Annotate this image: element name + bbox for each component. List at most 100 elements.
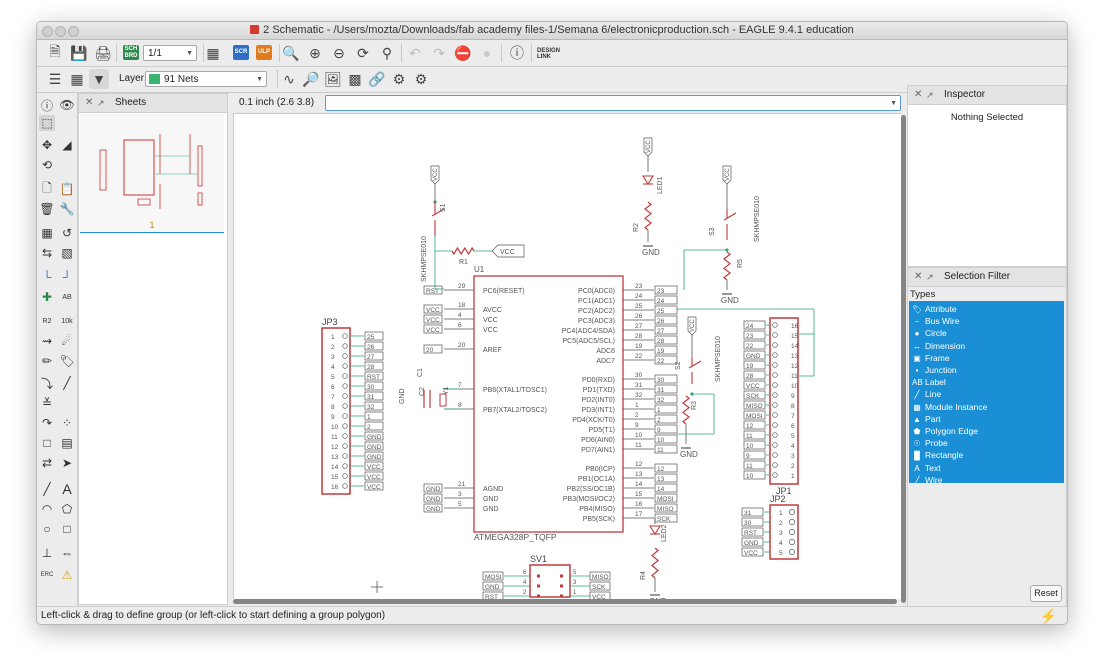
rectangle-icon[interactable]: □ (63, 522, 71, 536)
library-icon[interactable]: ▦ (206, 44, 220, 61)
ripup-icon[interactable]: ⁘ (61, 416, 73, 430)
pinswap-icon[interactable]: ⤵ (40, 376, 53, 391)
reset-button[interactable]: Reset (1030, 585, 1062, 602)
move-icon[interactable]: ✥ (41, 138, 53, 152)
script-button[interactable]: SCR (233, 45, 249, 60)
filter-item-attribute[interactable]: 🏷Attribute (912, 303, 957, 315)
filter-item-bus-wire[interactable]: ⎯Bus Wire (912, 315, 959, 327)
gear-icon[interactable]: ⚙ (392, 70, 406, 87)
stop-icon[interactable]: ⛔ (454, 44, 472, 61)
invoke-icon[interactable]: ▧ (61, 246, 73, 260)
layer-settings-icon[interactable]: ☰ (48, 70, 62, 87)
close-icon[interactable]: ✕ (914, 89, 923, 100)
rotate-icon[interactable]: ⟲ (41, 158, 53, 172)
connection-status-icon[interactable]: ⚡ (1039, 608, 1057, 624)
zoom-in-icon[interactable]: ⊕ (309, 44, 321, 61)
split-icon[interactable]: ✏ (41, 354, 53, 368)
filter-item-module-instance[interactable]: ▦Module Instance (912, 401, 987, 413)
gate-swap-icon[interactable]: ⇆ (41, 246, 53, 260)
slice-icon[interactable]: ╱ (63, 376, 71, 390)
print-icon[interactable]: 🖨 (94, 44, 112, 61)
zoom-out-icon[interactable]: ⊖ (333, 44, 345, 61)
junction-icon[interactable]: ✚ (41, 290, 53, 304)
mirror-icon[interactable]: ◢ (62, 138, 72, 152)
show-icon[interactable]: 👁 (59, 98, 75, 112)
group-icon[interactable]: ⬚ (39, 115, 55, 131)
arc-icon[interactable]: ◠ (41, 502, 53, 516)
text-icon[interactable]: A (62, 481, 72, 497)
settings-icon[interactable]: ⚙ (414, 70, 428, 87)
arrow-icon[interactable]: ➤ (61, 456, 73, 470)
circle-icon[interactable]: ○ (43, 522, 51, 536)
add-part-icon[interactable]: ▦ (41, 226, 53, 240)
ulp-button[interactable]: ULP (256, 45, 272, 60)
minimize-window-button[interactable] (55, 26, 66, 37)
close-window-button[interactable] (42, 26, 53, 37)
zoom-tool-icon[interactable]: 🔎 (302, 70, 320, 87)
sheet-select[interactable]: 1/1▼ (143, 45, 197, 61)
paste-icon[interactable]: 📋 (59, 182, 75, 196)
filter-item-dimension[interactable]: ↔Dimension (912, 340, 965, 352)
grid-icon[interactable]: ▦ (70, 70, 84, 87)
copy-icon[interactable]: 🗋 (42, 180, 52, 195)
undock-icon[interactable]: ↗ (97, 98, 105, 108)
net-icon[interactable]: └ (42, 270, 52, 284)
route-icon[interactable]: ↷ (41, 416, 53, 430)
filter-item-probe[interactable]: ☉Probe (912, 437, 947, 449)
go-icon[interactable]: ● (482, 45, 492, 61)
miter-icon[interactable]: ☄ (61, 334, 73, 348)
filter-item-circle[interactable]: ●Circle (912, 327, 947, 339)
zoom-fit-icon[interactable]: 🔍 (282, 44, 300, 61)
link-icon[interactable]: 🔗 (368, 70, 386, 87)
bus-icon[interactable]: ┘ (62, 270, 72, 284)
mark-icon[interactable]: ⊥ (41, 546, 53, 560)
filter-item-polygon-edge[interactable]: ⬟Polygon Edge (912, 425, 978, 437)
filter-icon[interactable]: ▼ (89, 69, 109, 89)
erc-icon[interactable]: ERC (40, 572, 54, 578)
vertical-scrollbar[interactable] (901, 113, 906, 603)
optimize-icon[interactable]: ≚ (41, 396, 53, 410)
zoom-window-button[interactable] (68, 26, 79, 37)
image-export-icon[interactable]: 🖼 (324, 70, 342, 87)
filter-item-wire[interactable]: ╱Wire (912, 474, 943, 486)
export-icon[interactable]: ⇄ (41, 456, 53, 470)
replace-icon[interactable]: ↺ (61, 226, 73, 240)
label-icon[interactable]: AB (62, 293, 72, 301)
value-icon[interactable]: 10k (61, 317, 73, 325)
module-icon[interactable]: ▤ (61, 436, 73, 450)
close-icon[interactable]: ✕ (85, 97, 94, 108)
layer-select[interactable]: 91 Nets▼ (145, 71, 267, 87)
sch-brd-switch-button[interactable]: SCH BRD (123, 45, 139, 60)
close-icon[interactable]: ✕ (914, 271, 923, 282)
line-icon[interactable]: ╱ (43, 482, 51, 496)
save-icon[interactable]: 💾 (70, 44, 88, 61)
filter-item-junction[interactable]: •Junction (912, 364, 957, 376)
filter-item-line[interactable]: ╱Line (912, 388, 942, 400)
undo-icon[interactable]: ↶ (409, 44, 421, 61)
undock-icon[interactable]: ↗ (926, 272, 934, 282)
undock-icon[interactable]: ↗ (926, 90, 934, 100)
name-icon[interactable]: R2 (42, 317, 52, 325)
design-link-button[interactable]: DESIGN LINK (537, 48, 561, 60)
port-icon[interactable]: □ (43, 436, 51, 450)
filter-item-part[interactable]: ▲Part (912, 413, 941, 425)
command-line-input[interactable]: ▼ (325, 95, 901, 111)
zoom-select-icon[interactable]: ⚲ (381, 44, 393, 61)
redo-icon[interactable]: ↷ (433, 44, 445, 61)
smash-icon[interactable]: ⇝ (41, 334, 53, 348)
horizontal-scrollbar[interactable] (233, 599, 901, 604)
help-icon[interactable]: ⓘ (510, 45, 524, 61)
polygon-icon[interactable]: ⬠ (61, 502, 73, 516)
sheet-thumbnail[interactable]: 1 (80, 114, 224, 233)
delete-icon[interactable]: 🗑 (39, 202, 55, 216)
dimension-icon[interactable]: ⇔ (61, 546, 73, 560)
redraw-icon[interactable]: ⟳ (357, 44, 369, 61)
attribute-icon[interactable]: 🏷 (59, 354, 75, 368)
wire-style-icon[interactable]: ∿ (283, 70, 295, 87)
info-icon[interactable]: ⓘ (40, 98, 53, 113)
wrench-icon[interactable]: 🔧 (59, 202, 75, 216)
filter-item-frame[interactable]: ▣Frame (912, 352, 949, 364)
